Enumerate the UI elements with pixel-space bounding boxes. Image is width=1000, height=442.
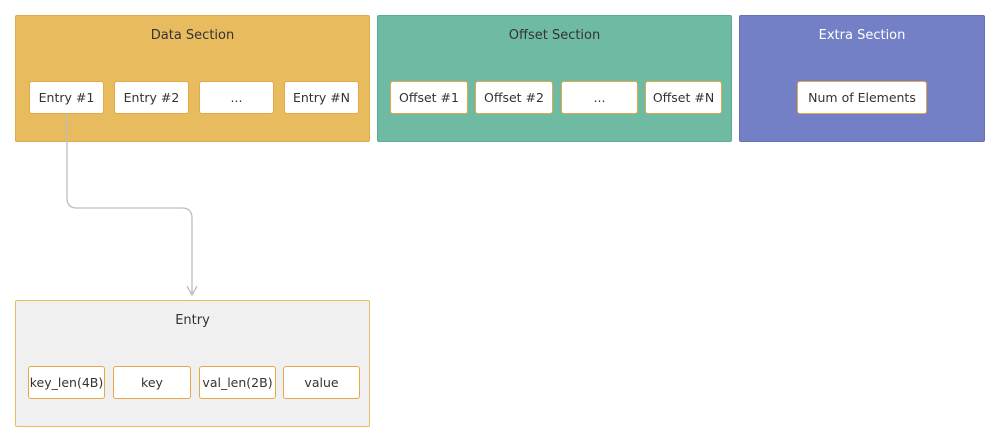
val-len-field: val_len(2B) [199,366,276,399]
offset-section-title: Offset Section [508,28,601,43]
num-of-elements-cell: Num of Elements [797,81,927,114]
offset-entry-1: Offset #1 [390,81,468,114]
offset-entry-n: Offset #N [645,81,722,114]
entry-section-title: Entry [175,313,210,328]
connector-arrowhead [186,285,198,297]
key-field: key [113,366,191,399]
value-field: value [283,366,360,399]
data-entry-1: Entry #1 [29,81,104,114]
offset-section: Offset Section Offset #1 Offset #2 ... O… [377,15,732,142]
key-len-field: key_len(4B) [28,366,105,399]
data-entry-2: Entry #2 [114,81,189,114]
data-entry-ellipsis: ... [199,81,274,114]
extra-section-title: Extra Section [818,28,906,43]
data-section: Data Section Entry #1 Entry #2 ... Entry… [15,15,370,142]
offset-entry-2: Offset #2 [475,81,553,114]
data-section-title: Data Section [150,28,235,43]
data-entry-n: Entry #N [284,81,359,114]
entry-section: Entry key_len(4B) key val_len(2B) value [15,300,370,427]
extra-section: Extra Section Num of Elements [739,15,985,142]
offset-entry-ellipsis: ... [561,81,638,114]
